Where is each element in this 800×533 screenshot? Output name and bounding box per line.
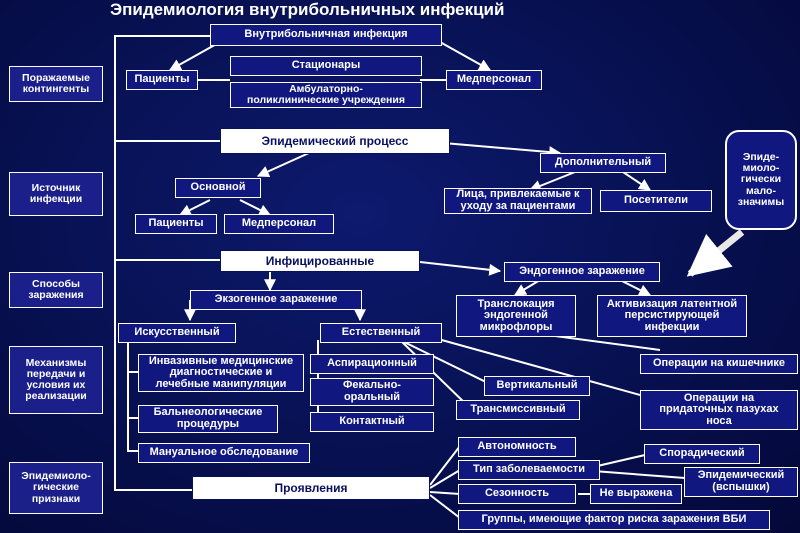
node-not-expressed: Не выражена — [590, 484, 682, 504]
node-manifestations: Проявления — [192, 476, 430, 500]
node-main-source: Основной — [175, 178, 261, 198]
node-risk-groups: Группы, имеющие фактор риска заражения В… — [458, 510, 770, 530]
node-infected: Инфицированные — [220, 250, 420, 272]
node-epi-process: Эпидемический процесс — [220, 128, 450, 154]
side-label-mechanisms: Механизмы передачи и условия их реализац… — [9, 346, 103, 414]
node-translocation: Транслокация эндогенной микрофлоры — [456, 295, 576, 337]
node-disease-type: Тип заболеваемости — [458, 460, 600, 480]
node-intestine-ops: Операции на кишечнике — [640, 354, 798, 374]
node-contact: Контактный — [310, 412, 434, 432]
node-manual: Мануальное обследование — [138, 443, 310, 463]
node-visitors: Посетители — [600, 190, 712, 212]
page-title: Эпидемиология внутрибольничных инфекций — [110, 0, 505, 19]
node-airborne: Аспирационный — [310, 354, 434, 374]
node-additional: Дополнительный — [540, 153, 666, 173]
node-activation: Активизация латентной персистирующей инф… — [597, 295, 747, 337]
node-epidemic: Эпидемический (вспышки) — [684, 467, 798, 497]
node-transmissive: Трансмиссивный — [456, 400, 580, 420]
node-natural: Естественный — [320, 323, 442, 343]
node-care-persons: Лица, привлекаемые к уходу за пациентами — [444, 188, 592, 214]
side-label-source: Источник инфекции — [9, 172, 103, 216]
side-label-ways: Способы заражения — [9, 272, 103, 308]
node-medstaff-src: Медперсонал — [224, 214, 334, 234]
node-sporadic: Спорадический — [644, 444, 760, 464]
node-invasive: Инвазивные медицинские диагностические и… — [138, 354, 304, 392]
node-artificial: Искусственный — [118, 323, 236, 343]
node-patients-src: Пациенты — [135, 214, 217, 234]
node-hospitals: Стационары — [230, 56, 422, 76]
node-vertical: Вертикальный — [484, 376, 590, 396]
node-exogenous: Экзогенное заражение — [190, 290, 362, 310]
node-endogenous: Эндогенное заражение — [504, 262, 660, 282]
node-medstaff-top: Медперсонал — [446, 70, 542, 90]
node-seasonality: Сезонность — [458, 484, 576, 504]
node-vbi: Внутрибольничная инфекция — [210, 24, 442, 46]
node-patients-top: Пациенты — [126, 70, 198, 90]
node-sinus-ops: Операции на придаточных пазухах носа — [640, 390, 798, 430]
side-label-signs: Эпидемиоло- гические признаки — [9, 462, 103, 514]
node-balneo: Бальнеологические процедуры — [138, 405, 278, 433]
node-fecal-oral: Фекально- оральный — [310, 378, 434, 406]
node-autonomy: Автономность — [458, 437, 576, 457]
node-outpatient: Амбулаторно- поликлинические учреждения — [230, 82, 422, 108]
side-label-contingents: Поражаемые контингенты — [9, 66, 103, 102]
node-low-significance: Эпиде- миоло- гически мало- значимы — [725, 130, 797, 230]
